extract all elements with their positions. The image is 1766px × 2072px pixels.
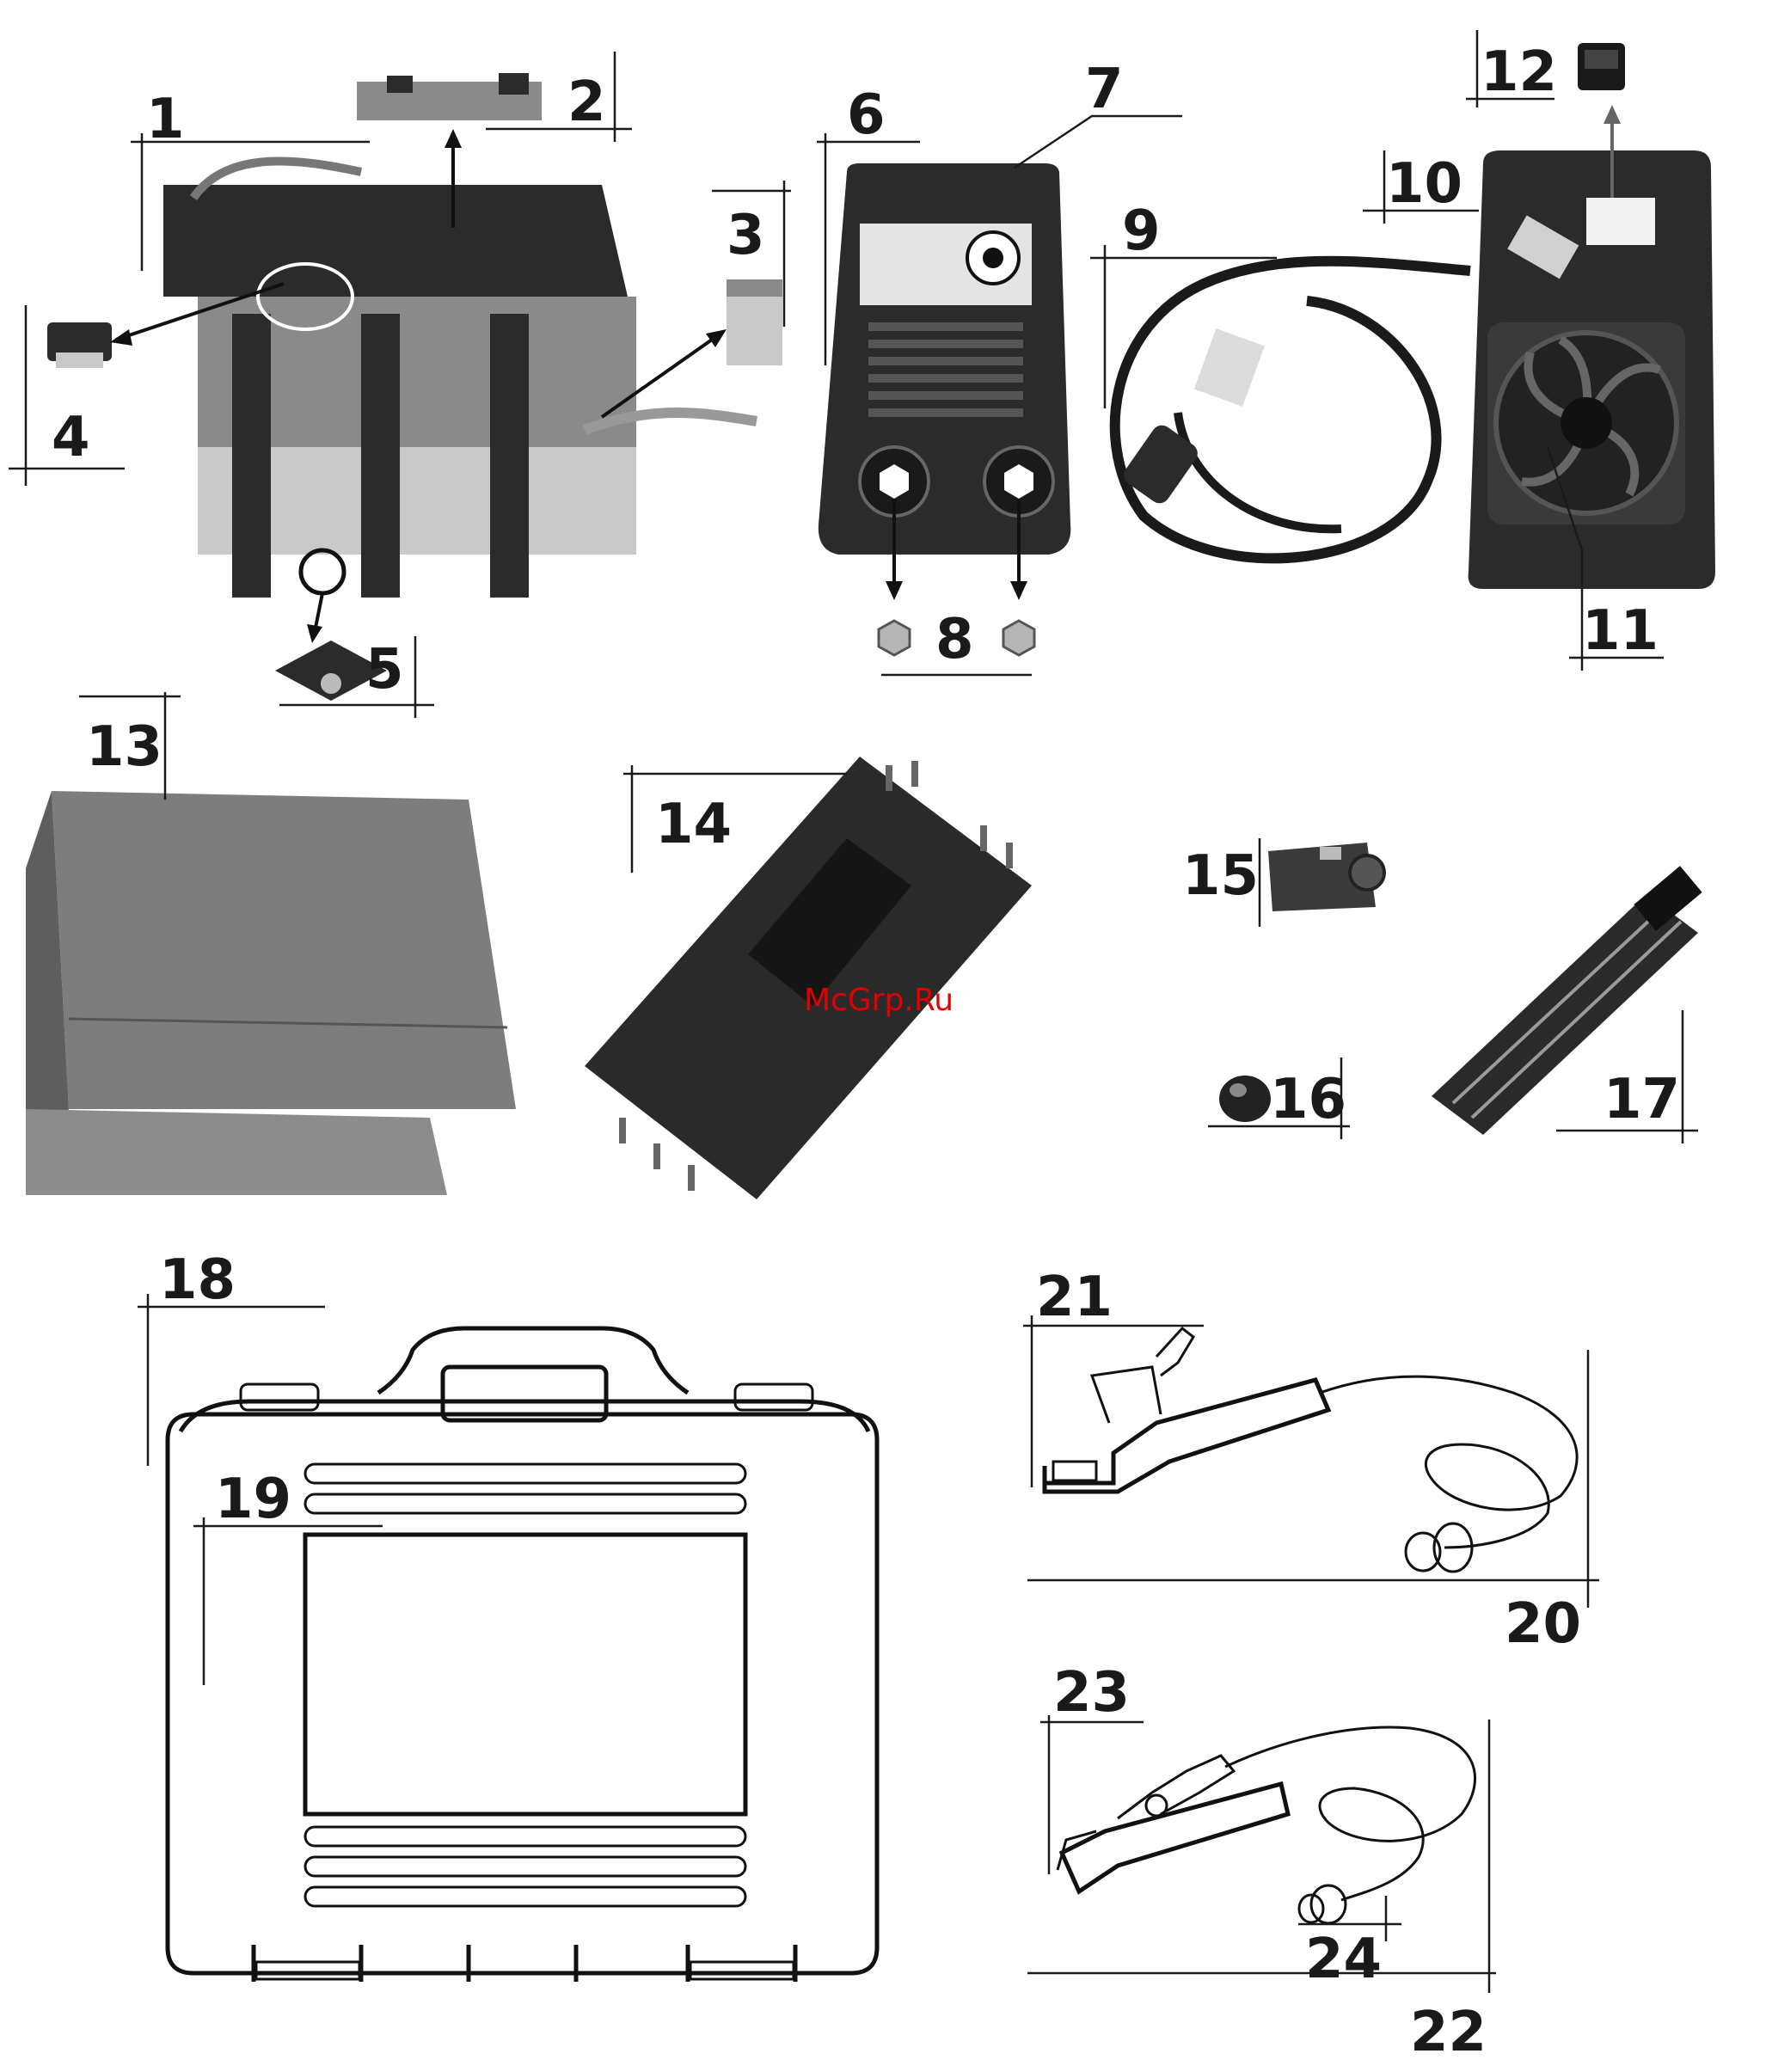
part-23-earth-clamp bbox=[1058, 1756, 1288, 1891]
part-21-electrode-holder bbox=[1045, 1328, 1328, 1492]
label-14: 14 bbox=[655, 793, 732, 856]
label-13: 13 bbox=[86, 715, 162, 779]
label-24: 24 bbox=[1305, 1928, 1382, 1991]
label-5: 5 bbox=[365, 638, 404, 702]
part-20-holder-cable bbox=[1320, 1376, 1577, 1572]
part-16-knob bbox=[1219, 1076, 1271, 1122]
part-22-clamp-cable bbox=[1225, 1727, 1475, 1900]
label-20: 20 bbox=[1505, 1592, 1581, 1656]
label-3: 3 bbox=[727, 204, 765, 267]
label-23: 23 bbox=[1053, 1661, 1130, 1725]
part-1-inverter-assembly bbox=[163, 162, 757, 598]
label-15: 15 bbox=[1182, 844, 1259, 908]
label-8: 8 bbox=[935, 608, 974, 671]
label-4: 4 bbox=[52, 406, 90, 469]
label-6: 6 bbox=[847, 83, 886, 147]
label-2: 2 bbox=[567, 70, 606, 134]
label-22: 22 bbox=[1410, 2001, 1487, 2064]
label-11: 11 bbox=[1582, 599, 1659, 663]
label-19: 19 bbox=[215, 1468, 291, 1531]
part-14-module bbox=[585, 757, 1032, 1199]
part-19-case-label-area bbox=[305, 1535, 745, 1814]
part-18-case bbox=[168, 1328, 877, 1982]
part-9-power-cable bbox=[1115, 261, 1470, 559]
part-24-cable-plug bbox=[1299, 1885, 1346, 1923]
label-12: 12 bbox=[1481, 40, 1557, 104]
label-10: 10 bbox=[1386, 152, 1462, 216]
part-15-knob-board bbox=[1268, 843, 1384, 911]
label-21: 21 bbox=[1036, 1266, 1113, 1329]
part-6-front-panel bbox=[819, 163, 1070, 555]
part-13-cover bbox=[26, 791, 516, 1195]
watermark: McGrp.Ru bbox=[804, 983, 954, 1018]
label-7: 7 bbox=[1085, 58, 1124, 121]
label-17: 17 bbox=[1604, 1068, 1680, 1131]
label-16: 16 bbox=[1270, 1068, 1346, 1131]
label-18: 18 bbox=[159, 1248, 236, 1312]
part-11-fan bbox=[1487, 322, 1685, 524]
label-1: 1 bbox=[146, 88, 185, 151]
label-9: 9 bbox=[1122, 199, 1161, 263]
